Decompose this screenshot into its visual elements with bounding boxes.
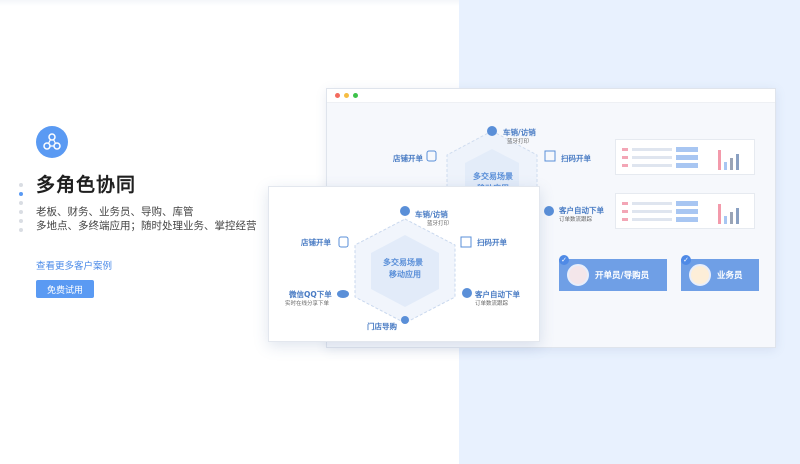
back-node-shop-order: 店铺开单 <box>393 154 423 163</box>
pager-dot[interactable] <box>19 201 23 205</box>
front-hex-line1: 多交易场景 <box>383 258 423 267</box>
front-node-scan-order: 扫码开单 <box>477 238 507 247</box>
back-node-car-sales-sub: 蓝牙打印 <box>507 139 530 145</box>
role-label-salesman: 业务员 <box>717 271 743 281</box>
back-node-auto-order: 客户自动下单 <box>559 206 604 215</box>
maximize-dot-icon <box>353 93 358 98</box>
pager-dot[interactable] <box>19 183 23 187</box>
role-card-clerk: 开单员/导购员 <box>559 259 667 291</box>
top-shade <box>0 0 459 6</box>
pager-dot[interactable] <box>19 219 23 223</box>
pager-dot[interactable] <box>19 228 23 232</box>
mini-chart-card <box>615 139 755 175</box>
back-node-scan-order: 扫码开单 <box>561 154 591 163</box>
salesman-avatar <box>689 264 711 286</box>
pager-dots <box>19 183 23 237</box>
pager-dot[interactable] <box>19 210 23 214</box>
front-node-auto-order-sub: 订单数流跟踪 <box>475 301 509 307</box>
description-roles: 老板、财务、业务员、导购、库管 <box>36 206 194 218</box>
clerk-avatar <box>567 264 589 286</box>
window-titlebar <box>327 89 775 103</box>
pager-dot-active[interactable] <box>19 192 23 196</box>
front-node-store-guide: 门店导购 <box>367 322 397 331</box>
back-node-auto-order-sub: 订单数流跟踪 <box>559 217 593 223</box>
front-node-car-sales-sub: 蓝牙打印 <box>427 221 450 227</box>
role-label-clerk: 开单员/导购员 <box>595 271 650 281</box>
mini-chart-card <box>615 193 755 229</box>
collaboration-icon <box>36 126 68 158</box>
front-node-auto-order: 客户自动下单 <box>475 290 520 299</box>
role-card-salesman: 业务员 <box>681 259 759 291</box>
view-more-cases-link[interactable]: 查看更多客户案例 <box>36 261 113 272</box>
check-icon: ✓ <box>681 255 691 265</box>
description-usage: 多地点、多终端应用；随时处理业务、掌控经营 <box>36 220 257 232</box>
close-dot-icon <box>335 93 340 98</box>
back-node-car-sales: 车销/访销 <box>503 128 536 137</box>
back-hex-line1: 多交易场景 <box>473 172 513 181</box>
front-hex-line2: 移动应用 <box>389 270 421 279</box>
check-icon: ✓ <box>559 255 569 265</box>
free-trial-button[interactable]: 免费试用 <box>36 280 94 298</box>
front-diagram <box>337 206 472 324</box>
front-node-car-sales: 车销/访销 <box>415 210 448 219</box>
front-node-shop-order: 店铺开单 <box>301 238 331 247</box>
minimize-dot-icon <box>344 93 349 98</box>
front-node-wechat-order-sub: 实时在线分享下单 <box>285 301 330 307</box>
front-node-wechat-order: 微信QQ下单 <box>289 290 332 299</box>
page-title: 多角色协同 <box>36 174 137 196</box>
front-window: 车销/访销 蓝牙打印 店铺开单 扫码开单 多交易场景 移动应用 微信QQ下单 实… <box>268 186 540 342</box>
